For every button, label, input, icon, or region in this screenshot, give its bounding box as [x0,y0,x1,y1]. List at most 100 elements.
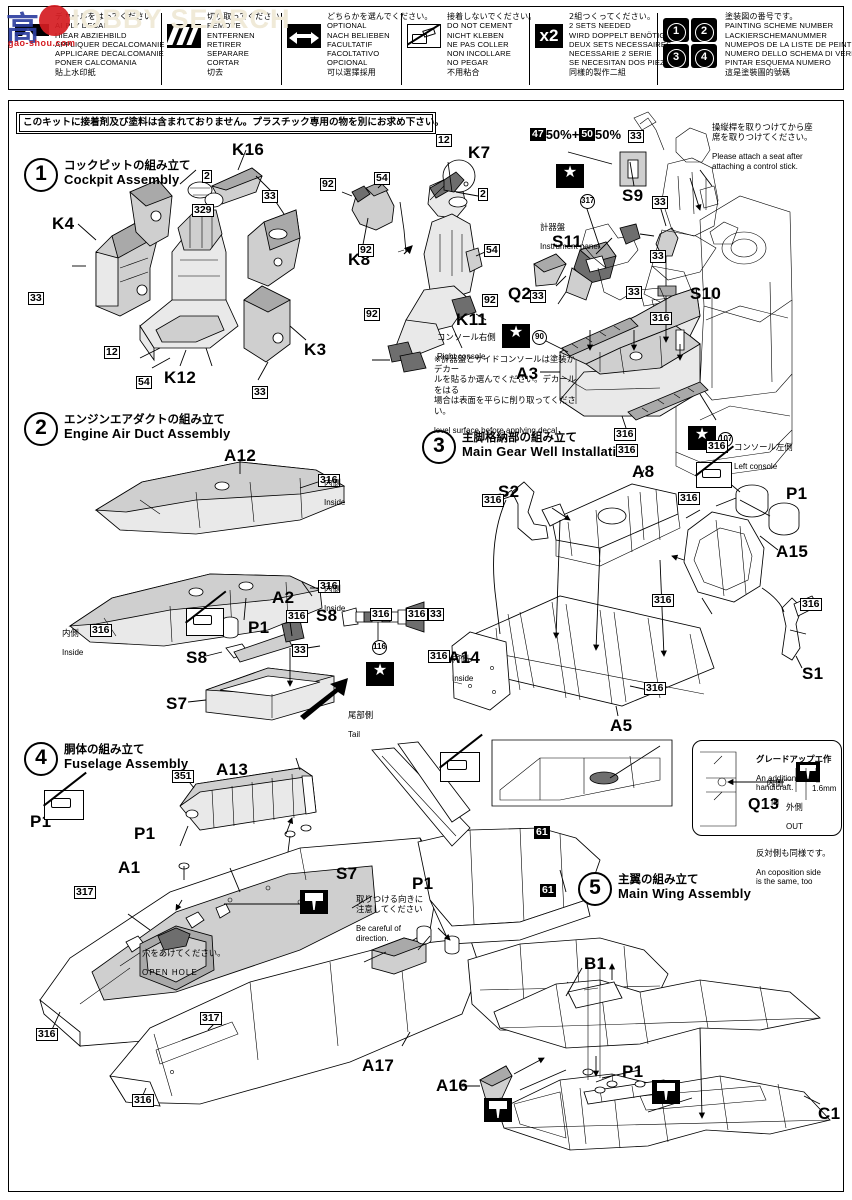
note-tail-en: Tail [348,729,361,739]
color-number-316-inside: 316 [90,624,112,637]
x2-icon: x2 [535,24,563,48]
optional-arrows-icon [287,24,321,48]
step-title-jp-3: 主脚格納部の組み立て [462,430,577,444]
color-number-54: 54 [136,376,152,389]
color-number-2-helmet: 2 [478,188,488,201]
color-number-316-S7: 316 [286,610,308,623]
color-number-329: 329 [192,204,214,217]
part-label-Q2: Q2 [508,284,532,303]
no-cement-icon-step4a [43,772,87,820]
legend-text-decal: デカールをはってください。 APPLY DECAL HIEAR ABZIEHBI… [55,12,165,77]
part-label-A14: A14 [448,648,481,667]
legend-text-remove: 切り取ってください。 REMOVE ENTFERNEN RETIRER SEPA… [207,12,288,77]
note-left-console: コンソール左側 Left console [734,432,834,481]
note-instrument-panel-jp: 計器盤 [540,221,566,232]
paint-pct-a: 50% [545,127,572,143]
note-open-hole: 穴をあけてください。 OPEN HOLE [142,938,242,987]
color-number-351: 351 [172,770,194,783]
open-hole-icon-step4 [300,890,328,914]
legend-cell-painting-scheme: 1 2 3 4 塗装図の番号です。 PAINTING SCHEME NUMBER… [663,10,852,88]
step-number-1: 1 [24,158,58,192]
part-label-P1-step3: P1 [786,484,808,503]
note-q13-out-en: OUT [786,821,803,831]
color-number-316-A17: 316 [132,1094,154,1107]
part-label-C1: C1 [818,1104,841,1123]
circle-number-116: 116 [372,640,387,655]
note-decal-panel-jp: ※計器盤とサイドコンソールは塗装かデカー ルを貼るか選んでください。デカールをは… [434,353,576,416]
watermark-site: gao-shou.com [8,38,76,48]
legend-text-optional: どちらかを選んでください。 OPTIONAL NACH BELIEBEN FAC… [327,12,433,77]
part-label-K7: K7 [468,143,491,162]
color-number-33-S8b: 33 [428,608,444,621]
part-label-S9: S9 [622,186,644,205]
part-label-A8: A8 [632,462,655,481]
part-label-K11: K11 [456,310,488,329]
note-direction-jp: 取りつける向きに 注意してください [356,893,424,914]
note-inside-A14-jp: 内側 [452,653,469,664]
note-inside-A14: 内側 Inside [452,644,492,693]
note-left-console-en: Left console [734,461,778,471]
part-label-A15: A15 [776,542,809,561]
legend-cell-two-sets: x2 2組つくってください。 2 SETS NEEDED WIRD DOPPEL… [535,10,690,88]
note-q13-title-en: An additional handicraft. [756,773,803,793]
part-label-K3: K3 [304,340,327,359]
color-number-33-top: 33 [652,196,668,209]
paint-plus: + [571,127,580,143]
part-label-S10: S10 [690,284,722,303]
part-label-P1-step5: P1 [622,1062,644,1081]
part-label-K4: K4 [52,214,75,233]
step-title-en-1: Cockpit Assembly [64,172,180,187]
note-q13-out-jp: 外側 [786,801,803,812]
paint-code-a: 47 [530,128,546,142]
color-number-2: 2 [202,170,212,183]
legend-cell-optional: どちらかを選んでください。 OPTIONAL NACH BELIEBEN FAC… [287,10,432,88]
note-right-console-jp: コンソール右側 [437,331,496,342]
instruction-sheet-frame [8,100,844,1192]
part-label-A3: A3 [516,364,539,383]
step-title-en-4: Fuselage Assembly [64,756,189,771]
note-q13-opposite-en: An coposition side is the same, too [756,867,821,887]
note-seat-stick-en: Please attach a seat after attaching a c… [712,152,803,171]
color-number-316-A8: 316 [678,492,700,505]
note-direction-en: Be careful of direction. [356,924,401,943]
star-marker-right-console: ★ [502,324,530,348]
color-number-316-A15: 316 [800,598,822,611]
circle-number-107: 90 [532,330,547,345]
watermark-logo: 高 gao-shou.com [6,2,196,48]
note-q13-title-jp: グレードアップエ作 [756,753,832,764]
note-q13-dim: 1.6mm [812,784,837,793]
step-number-2: 2 [24,412,58,446]
note-open-hole-jp: 穴をあけてください。 [142,947,226,958]
color-number-33-b: 33 [28,292,44,305]
step-number-3: 3 [422,430,456,464]
color-number-33-a: 33 [262,190,278,203]
color-number-317-A3: 316 [614,428,636,441]
note-seat-stick-jp: 操縦桿を取りつけてから座 席を取りつけてください。 [712,121,813,142]
note-q13-in-en: IN [771,797,779,807]
open-hole-icon-q13 [796,762,820,782]
note-open-hole-en: OPEN HOLE [142,967,198,977]
part-label-A5: A5 [610,716,633,735]
part-label-S8-right: S8 [316,606,338,625]
part-label-A2: A2 [272,588,295,607]
note-inside-A12-en: Inside [324,497,346,507]
note-direction: 取りつける向きに 注意してください Be careful of directio… [356,884,438,953]
step-title-jp-2: エンジンエアダクトの組み立て [64,412,225,426]
warning-banner: このキットに接着剤及び塗料は含まれておりません。プラスチック専用の物を別にお求め… [16,112,444,134]
note-inside-A2-left: 内側 Inside [62,618,102,667]
note-q13-in-jp: 内側 [766,777,784,788]
no-cement-icon-step4b [439,734,483,782]
color-number-316-S2: 316 [482,494,504,507]
note-inside-A12-jp: 内側 [324,477,341,488]
part-label-S7: S7 [166,694,188,713]
no-cement-icon [407,24,441,48]
color-number-33-mid: 33 [650,250,666,263]
step-title-en-3: Main Gear Well Installation [462,444,633,459]
note-decal-panel-en: level surface before applying decal [434,425,558,435]
color-number-33-S10: 33 [626,286,642,299]
color-number-317-S10: 316 [650,312,672,325]
legend-cell-no-cement: 接着しないでください。 DO NOT CEMENT NICHT KLEBEN N… [407,10,536,88]
watermark-text: HOBBY SEARCH [60,4,291,34]
note-inside-A2-left-jp: 内側 [62,627,79,638]
